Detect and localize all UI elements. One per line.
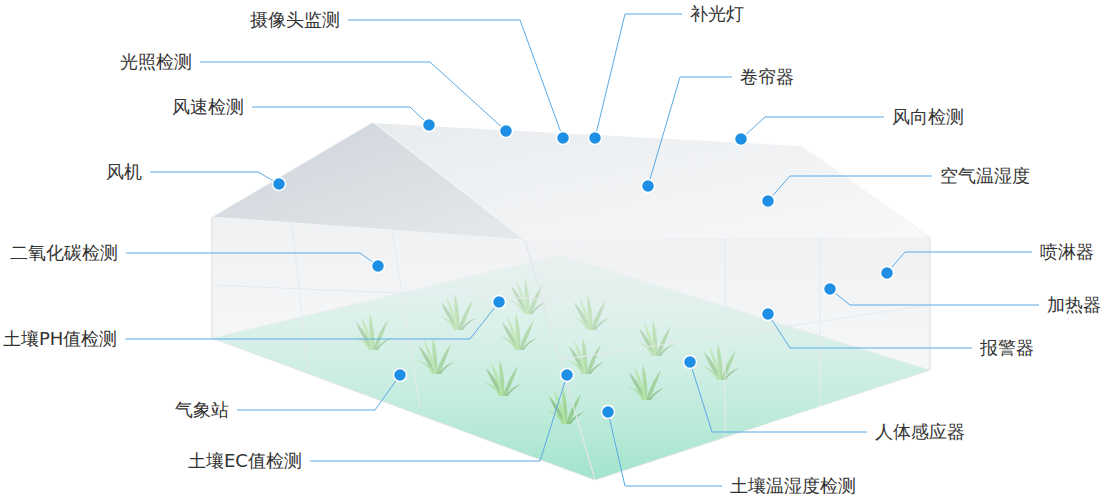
leader-line [830, 289, 1039, 305]
callout-label: 报警器 [980, 337, 1034, 359]
sensor-dot [273, 178, 286, 191]
leader-line [310, 375, 567, 461]
callout-label: 摄像头监测 [250, 9, 340, 31]
callout-label: 风机 [106, 161, 142, 183]
sensor-dot [493, 296, 506, 309]
callout-label: 风向检测 [892, 106, 964, 128]
sensor-dot [684, 356, 697, 369]
leader-line [595, 14, 682, 138]
leader-line [768, 314, 972, 348]
callout-label: 光照检测 [120, 51, 192, 73]
sensor-dot [602, 406, 615, 419]
leader-line [237, 375, 400, 410]
sensor-dot [561, 369, 574, 382]
callout-label: 土壤温湿度检测 [730, 475, 856, 497]
callout-label: 空气温湿度 [940, 165, 1030, 187]
callout-label: 卷帘器 [740, 66, 794, 88]
sensor-dot [394, 369, 407, 382]
leader-line [608, 412, 722, 486]
callout-label: 人体感应器 [875, 421, 965, 443]
sensor-dot [824, 283, 837, 296]
sensor-dot [589, 132, 602, 145]
leader-line [126, 253, 378, 266]
leader-line [125, 302, 499, 339]
callout-label: 二氧化碳检测 [10, 242, 118, 264]
leader-line [200, 62, 506, 131]
sensor-dot [762, 308, 775, 321]
sensor-dot [372, 260, 385, 273]
leader-line [690, 362, 867, 432]
leader-line [252, 107, 429, 125]
leader-line [768, 176, 932, 201]
callout-label: 土壤EC值检测 [188, 450, 302, 472]
sensor-dot [500, 125, 513, 138]
sensor-dot [881, 267, 894, 280]
callout-label: 气象站 [175, 399, 229, 421]
callout-label: 加热器 [1047, 294, 1101, 316]
leader-line [741, 117, 884, 139]
callout-label: 土壤PH值检测 [3, 328, 117, 350]
callout-label: 补光灯 [690, 3, 744, 25]
leader-line [887, 252, 1032, 273]
callout-label: 喷淋器 [1040, 241, 1094, 263]
sensor-dot [762, 195, 775, 208]
leader-line [648, 77, 732, 186]
sensor-dot [557, 132, 570, 145]
sensor-dot [423, 119, 436, 132]
leader-line [150, 172, 279, 184]
leader-line [348, 20, 563, 138]
sensor-dot [642, 180, 655, 193]
callout-label: 风速检测 [172, 96, 244, 118]
sensor-dot [735, 133, 748, 146]
